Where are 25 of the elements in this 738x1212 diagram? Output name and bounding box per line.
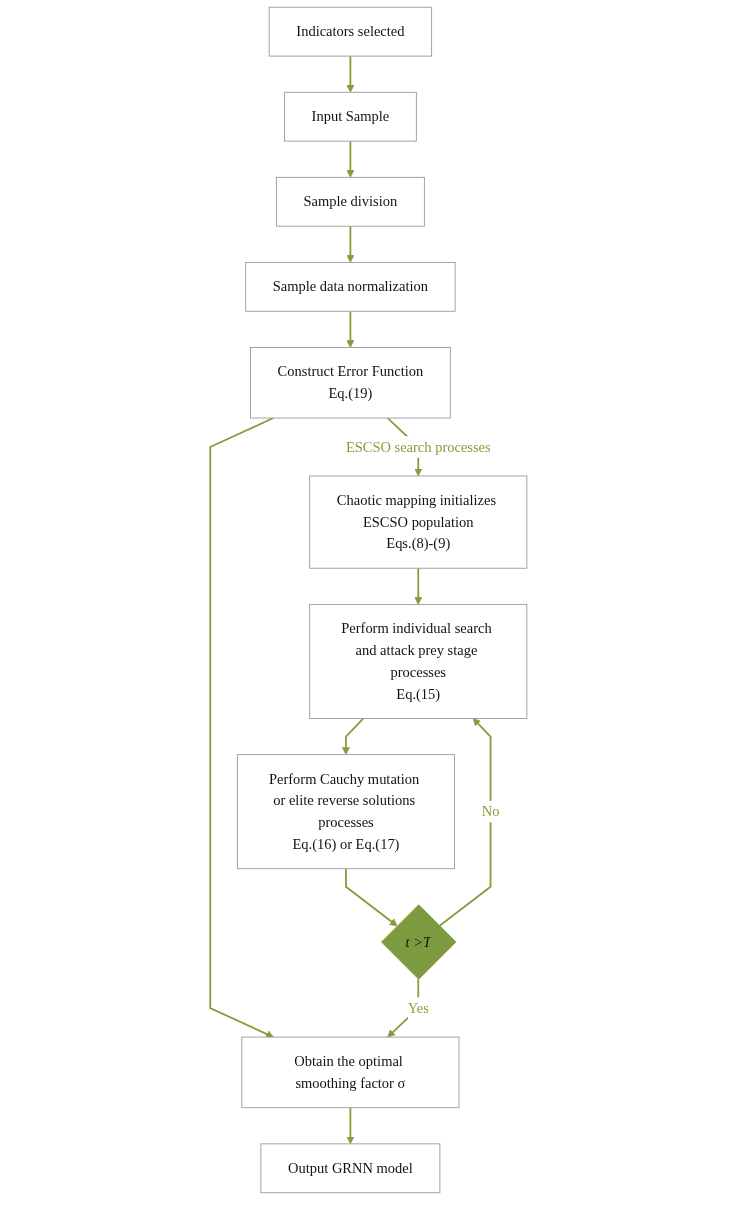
arrow [346,310,355,348]
arrow [346,225,355,263]
arrow [387,978,420,1038]
node-box: Sample division [276,176,426,227]
node-box: Indicators selected [269,6,433,57]
edge-label: No [482,803,500,819]
node-box: Input Sample [284,91,418,142]
arrow [209,417,275,1038]
node-box: Construct Error Function Eq.(19) [250,347,452,419]
node-box: Obtain the optimal smoothing factor σ [241,1036,460,1109]
arrow [346,1106,355,1145]
arrow [414,567,423,605]
edge-label: Yes [408,999,430,1016]
node-box: Output GRNN model [260,1143,441,1194]
node-box: Sample data normalization [245,261,457,312]
arrow [346,140,355,178]
arrow [345,867,398,927]
node-diamond: t >T [381,904,457,980]
arrow [438,718,492,927]
node-box: Perform individual search and attack prey stage processes Eq.(15) [309,604,528,719]
arrow [342,717,365,755]
node-box: Perform Cauchy mutation or elite reverse solutions processes Eq.(16) or Eq.(17) [237,754,456,870]
edge-label: ESCSO search processes [346,438,492,455]
node-box: Chaotic mapping initializes ESCSO population Eqs.(8)-(9) [309,475,528,569]
arrow [346,55,355,93]
